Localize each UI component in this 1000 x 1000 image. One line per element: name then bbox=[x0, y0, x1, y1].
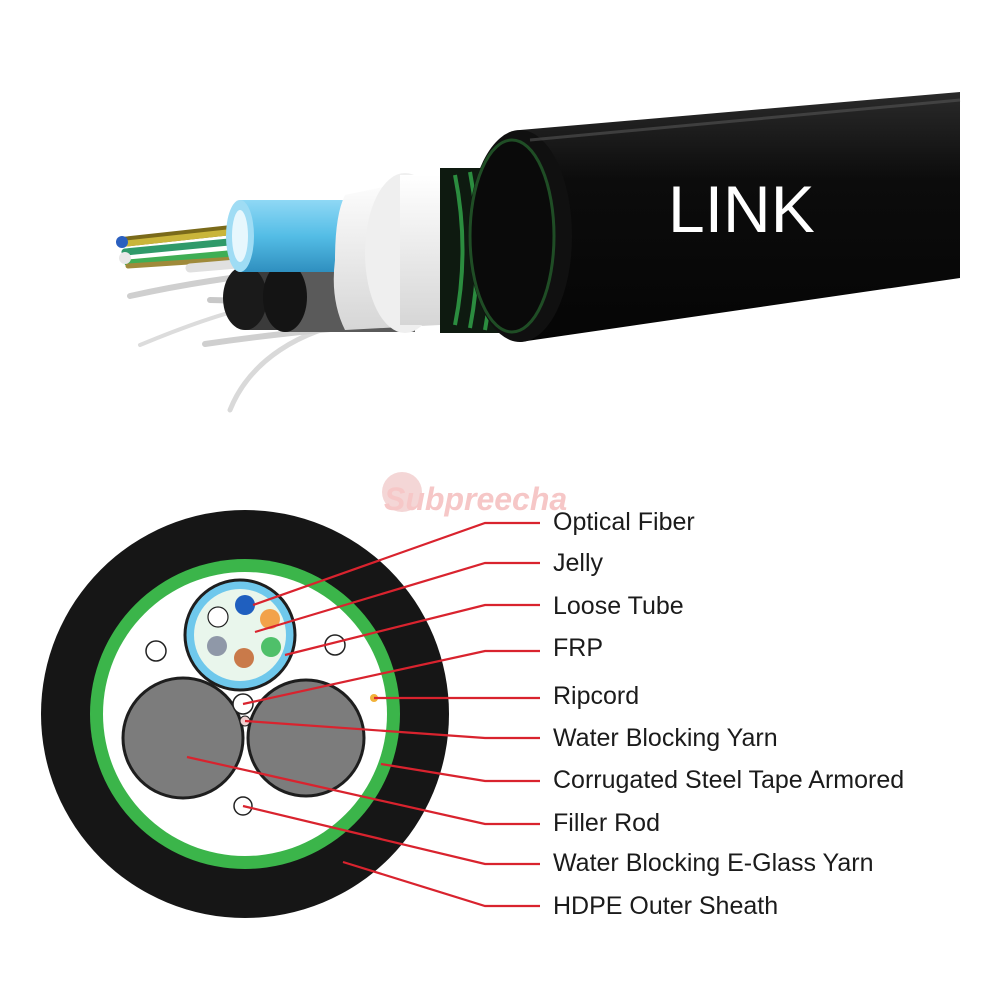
leader-e-glass-yarn bbox=[242, 804, 540, 866]
label-water-blocking-yarn: Water Blocking Yarn bbox=[553, 724, 778, 752]
leader-corrugated-steel-tape bbox=[380, 762, 540, 783]
leader-loose-tube bbox=[284, 603, 540, 657]
label-filler-rod: Filler Rod bbox=[553, 809, 660, 837]
label-frp: FRP bbox=[553, 634, 603, 662]
fiber-orange bbox=[260, 609, 280, 629]
leader-frp bbox=[242, 649, 540, 706]
label-water-blocking-e-glass-yarn: Water Blocking E-Glass Yarn bbox=[553, 849, 874, 877]
label-hdpe-outer-sheath: HDPE Outer Sheath bbox=[553, 892, 779, 920]
fiber-grey bbox=[207, 636, 227, 656]
label-corrugated-steel-tape: Corrugated Steel Tape Armored bbox=[553, 766, 905, 794]
cable-brand-label: LINK bbox=[668, 172, 815, 246]
watermark-text: Subpreecha bbox=[384, 481, 567, 517]
label-jelly: Jelly bbox=[553, 549, 604, 577]
cable-3d: LINK bbox=[116, 92, 961, 413]
leader-filler-rod bbox=[186, 755, 540, 826]
fiber-white bbox=[207, 606, 229, 628]
leader-optical-fiber bbox=[252, 521, 540, 607]
label-optical-fiber: Optical Fiber bbox=[553, 508, 695, 536]
label-loose-tube: Loose Tube bbox=[553, 592, 684, 620]
leader-hdpe-outer-sheath bbox=[342, 860, 540, 908]
leader-water-blocking-yarn bbox=[244, 719, 540, 740]
water-blocking-yarn-left bbox=[145, 640, 167, 662]
filler-rod-right bbox=[246, 678, 366, 798]
watermark: Subpreecha bbox=[382, 472, 567, 517]
leader-jelly bbox=[254, 561, 540, 634]
fiber-blue bbox=[235, 595, 255, 615]
fiber-brown bbox=[234, 648, 254, 668]
cross-section bbox=[41, 510, 449, 918]
label-ripcord: Ripcord bbox=[553, 682, 640, 710]
leader-lines bbox=[186, 521, 540, 908]
filler-rod-left bbox=[121, 676, 245, 800]
outer-sheath-3d bbox=[468, 92, 961, 342]
fiber-green bbox=[261, 637, 281, 657]
